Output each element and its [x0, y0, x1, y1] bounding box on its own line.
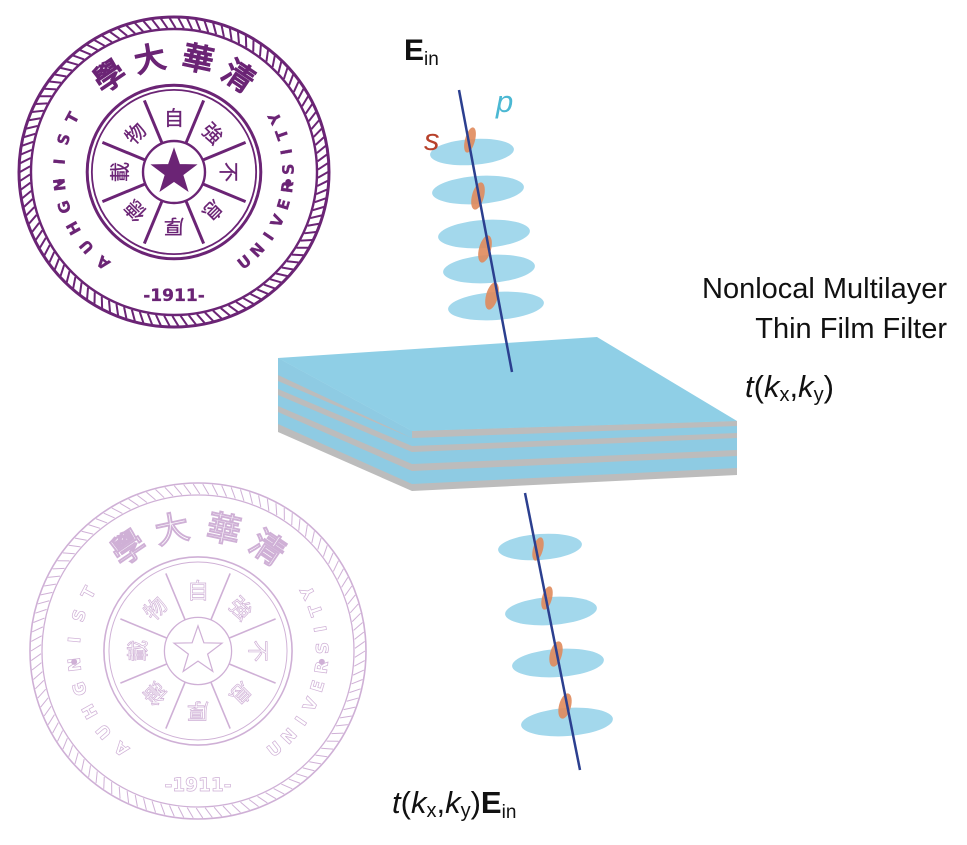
- svg-text:載: 載: [108, 162, 132, 182]
- svg-text:-1911-: -1911-: [143, 286, 205, 306]
- p-lobe: [505, 596, 597, 626]
- svg-text:華: 華: [179, 39, 217, 81]
- output-field-label: t(kx,ky)Ein: [392, 785, 517, 823]
- svg-text:I: I: [278, 147, 297, 156]
- svg-text:S: S: [68, 607, 91, 624]
- svg-text:S: S: [280, 164, 298, 176]
- svg-text:華: 華: [203, 507, 244, 552]
- svg-text:E: E: [274, 197, 294, 212]
- p-lobe: [443, 254, 535, 284]
- multilayer-thin-film-slab: [278, 337, 737, 491]
- incident-propagation-axis: [457, 89, 514, 373]
- transmitted-wave-p: [498, 533, 613, 737]
- svg-text:厚: 厚: [164, 214, 184, 238]
- svg-text:載: 載: [127, 640, 152, 662]
- p-lobe: [521, 707, 613, 737]
- svg-text:自: 自: [164, 106, 184, 130]
- svg-text:S: S: [54, 131, 74, 147]
- p-lobe: [430, 138, 514, 166]
- svg-text:G: G: [68, 679, 91, 698]
- filter-title: Nonlocal Multilayer Thin Film Filter: [617, 269, 947, 349]
- svg-text:自: 自: [187, 580, 209, 605]
- svg-text:I: I: [64, 636, 84, 644]
- p-lobe: [438, 219, 530, 249]
- filter-title-line-2: Thin Film Filter: [755, 313, 947, 345]
- slab-top-face: [278, 337, 737, 431]
- svg-text:R: R: [278, 180, 297, 194]
- s-polarization-label: s: [424, 122, 440, 157]
- svg-text:大: 大: [131, 39, 169, 81]
- input-field-label: Ein: [404, 34, 439, 70]
- svg-text:G: G: [54, 198, 75, 216]
- transfer-function-label: t(kx,ky): [745, 369, 834, 406]
- filter-title-line-1: Nonlocal Multilayer: [702, 273, 947, 305]
- p-lobe: [448, 291, 544, 321]
- transmitted-propagation-axis: [523, 492, 582, 771]
- svg-text:厚: 厚: [187, 697, 209, 722]
- incident-wave-p: [430, 138, 544, 321]
- p-polarization-label: p: [496, 84, 514, 119]
- svg-text:S: S: [312, 642, 332, 655]
- svg-text:I: I: [51, 158, 69, 165]
- svg-text:I: I: [310, 624, 331, 634]
- svg-text:-1911-: -1911-: [165, 775, 232, 796]
- svg-text:不: 不: [244, 640, 269, 662]
- svg-text:R: R: [310, 660, 332, 676]
- svg-text:不: 不: [216, 162, 240, 182]
